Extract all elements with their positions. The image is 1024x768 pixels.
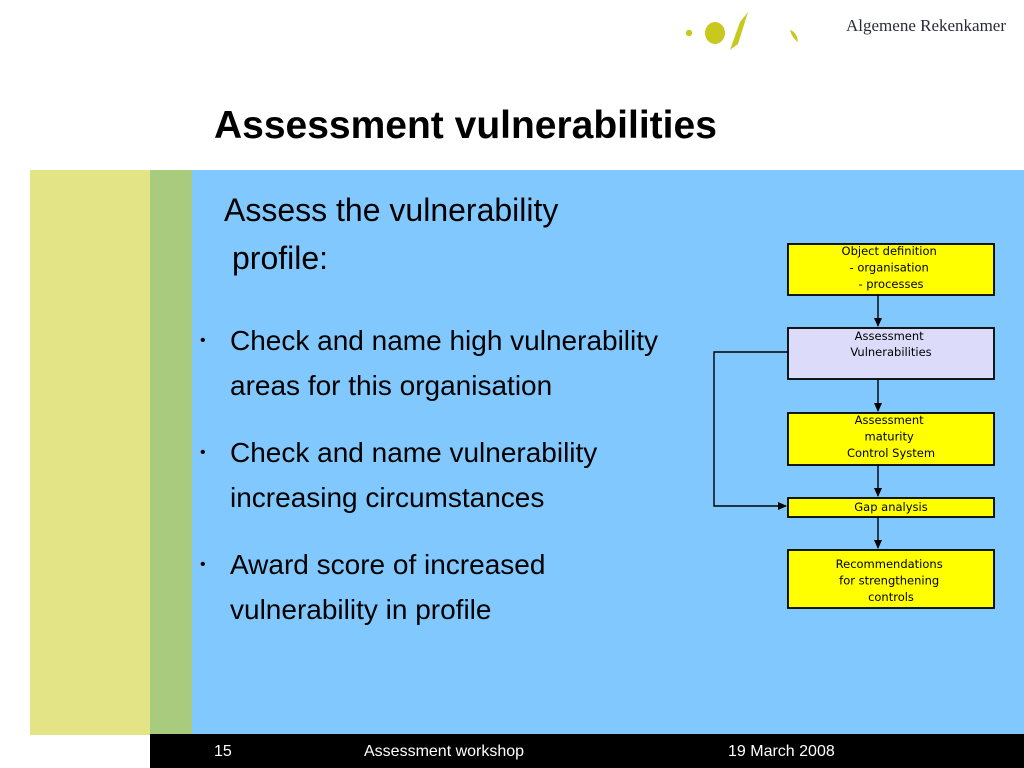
logo-mark-icon [685,12,798,50]
flow-box-recommendations: Recommendations for strengthening contro… [787,549,995,609]
box-label: - processes [858,277,923,291]
slide-footer: 15 Assessment workshop 19 March 2008 [150,734,1024,768]
svg-text:Recommendations for stre: Recommendations for strengthening contro… [836,557,947,604]
bullet-icon: • [200,556,206,573]
list-item: • Award score of increased vulnerability … [196,542,696,632]
box-label: - organisation [850,261,929,275]
box-label: maturity [865,430,914,444]
brand-name: Algemene Rekenkamer [846,16,1007,35]
box-label: for strengthening [839,574,939,588]
footer-event: Assessment workshop [364,743,525,760]
bullet-icon: • [200,444,206,461]
decorative-band-yellow [30,170,150,735]
box-label: Assessment [855,413,924,427]
list-item: • Check and name high vulnerability areas… [196,318,696,408]
box-label: Recommendations [836,557,943,571]
box-label: Control System [847,446,935,460]
flow-box-gap-analysis: Gap analysis [787,497,995,518]
bullet-text: Check and name high vulnerability areas … [230,325,659,401]
flow-box-assessment-vulnerabilities: Assessment Vulnerabilities [787,327,995,380]
bullet-icon: • [200,332,206,349]
bullet-text: Award score of increased vulnerability i… [230,549,546,625]
intro-line-1: Assess the vulnerability [224,192,559,228]
bullet-text: Check and name vulnerability increasing … [230,437,598,513]
svg-text:Object definition - orga: Object definition - organisation - proce… [842,244,941,291]
box-label: controls [868,590,914,604]
slide-title: Assessment vulnerabilities [214,104,717,147]
footer-date: 19 March 2008 [728,743,835,760]
process-flowchart: Object definition - organisation - proce… [713,243,995,609]
box-label: Vulnerabilities [850,345,931,359]
flow-box-object-definition: Object definition - organisation - proce… [787,243,995,296]
feedback-connector [713,351,788,510]
bullet-list: • Check and name high vulnerability areas… [196,318,696,654]
intro-text: Assess the vulnerability profile: [224,186,674,282]
flow-box-assessment-maturity: Assessment maturity Control System [787,412,995,466]
box-label: Gap analysis [854,500,927,514]
svg-text:Assessment maturity: Assessment maturity Control System [847,413,935,460]
intro-line-2: profile: [232,240,329,276]
box-label: Assessment [855,329,924,343]
svg-text:Gap analysis: Gap analysis [854,500,927,514]
decorative-band-green [150,170,192,752]
list-item: • Check and name vulnerability increasing… [196,430,696,520]
svg-text:Assessment Vulnerabiliti: Assessment Vulnerabilities [850,329,931,359]
box-label: Object definition [842,244,937,258]
page-number: 15 [214,743,232,760]
